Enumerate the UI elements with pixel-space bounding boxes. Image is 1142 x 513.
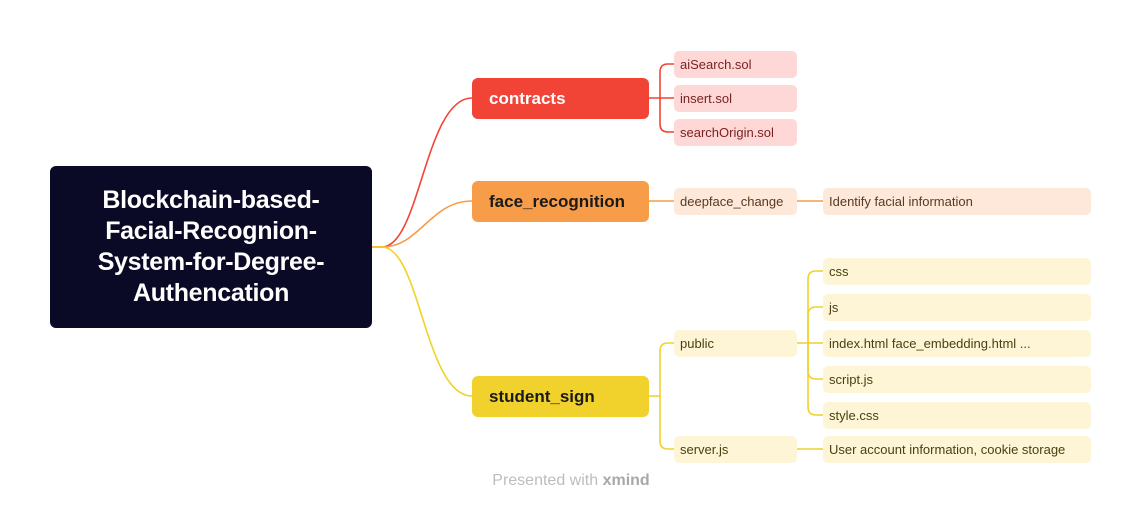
subtopic-css[interactable]: css [823, 258, 1091, 285]
topic-contracts-label: contracts [489, 88, 566, 108]
subtopic-aisearch-sol[interactable]: aiSearch.sol [674, 51, 797, 78]
topic-contracts[interactable]: contracts [472, 78, 649, 119]
connector-student-server [659, 395, 675, 450]
connector-root-student-sign [371, 246, 473, 397]
subtopic-label: Identify facial information [829, 194, 973, 209]
root-topic-label: Blockchain-based-Facial-Recognion-System… [97, 186, 325, 307]
subtopic-label: css [829, 264, 849, 279]
topic-student-sign-label: student_sign [489, 386, 595, 406]
topic-student-sign[interactable]: student_sign [472, 376, 649, 417]
subtopic-insert-sol[interactable]: insert.sol [674, 85, 797, 112]
topic-face-recognition[interactable]: face_recognition [472, 181, 649, 222]
subtopic-label: public [680, 336, 714, 351]
subtopic-js[interactable]: js [823, 294, 1091, 321]
subtopic-server-js[interactable]: server.js [674, 436, 797, 463]
topic-face-recognition-label: face_recognition [489, 191, 626, 211]
subtopic-label: insert.sol [680, 91, 733, 106]
subtopic-index-html[interactable]: index.html face_embedding.html ... [823, 330, 1091, 357]
subtopic-identify-facial-information[interactable]: Identify facial information [823, 188, 1091, 215]
connector-public-script [807, 342, 824, 380]
presented-with-footer: Presented with xmind [0, 472, 1142, 490]
subtopic-label: script.js [829, 372, 874, 387]
connector-contracts-searchorigin [659, 97, 675, 133]
connector-public-style [807, 342, 824, 416]
subtopic-label: js [829, 300, 839, 315]
connector-root-face-recognition [371, 200, 473, 248]
subtopic-label: User account information, cookie storage [829, 442, 1066, 457]
connector-student-public [659, 342, 675, 397]
subtopic-user-account-information[interactable]: User account information, cookie storage [823, 436, 1091, 463]
subtopic-label: aiSearch.sol [680, 57, 752, 72]
subtopic-label: index.html face_embedding.html ... [829, 336, 1031, 351]
connector-root-contracts [371, 97, 473, 248]
subtopic-style-css[interactable]: style.css [823, 402, 1091, 429]
subtopic-label: searchOrigin.sol [680, 125, 774, 140]
subtopic-searchorigin-sol[interactable]: searchOrigin.sol [674, 119, 797, 146]
subtopic-deepface-change[interactable]: deepface_change [674, 188, 797, 215]
subtopic-label: server.js [680, 442, 729, 457]
connector-contracts-aisearch [659, 63, 675, 99]
subtopic-label: deepface_change [680, 194, 784, 209]
connector-public-css [807, 270, 824, 344]
root-topic[interactable]: Blockchain-based-Facial-Recognion-System… [50, 166, 372, 328]
subtopic-script-js[interactable]: script.js [823, 366, 1091, 393]
xmind-brand: xmind [602, 472, 650, 489]
subtopic-public[interactable]: public [674, 330, 797, 357]
subtopic-label: style.css [829, 408, 879, 423]
connector-public-js [807, 306, 824, 344]
footer-prefix: Presented with [492, 472, 599, 489]
